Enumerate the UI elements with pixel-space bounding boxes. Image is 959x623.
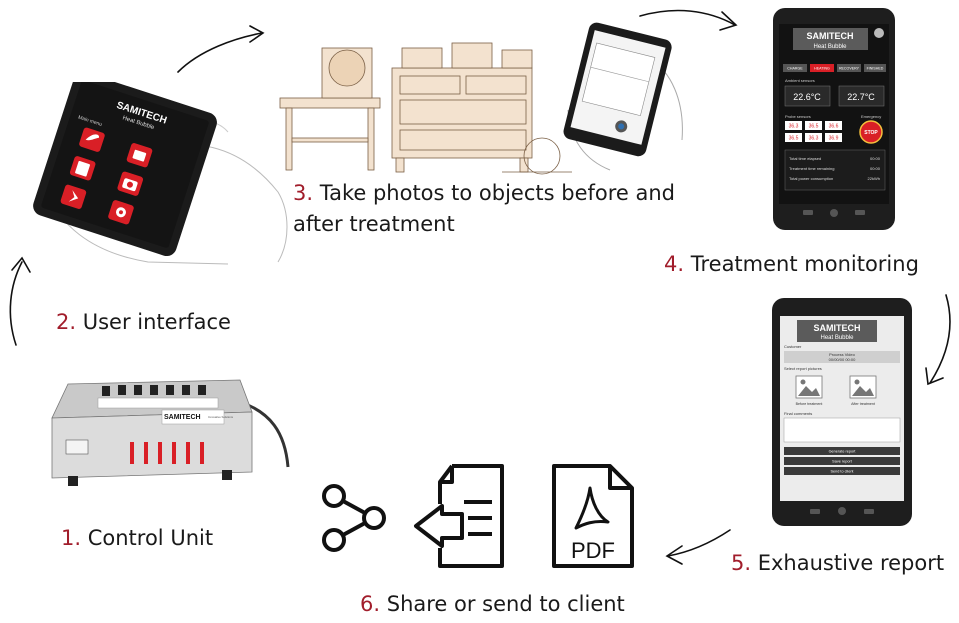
- tab-finished: FINISHED: [867, 67, 884, 71]
- tab-heating: HEATING: [814, 67, 830, 71]
- step-1-caption: 1. Control Unit: [61, 523, 213, 554]
- step-number: 1.: [61, 526, 82, 550]
- step-label: Exhaustive report: [757, 551, 945, 575]
- step-label: Control Unit: [87, 526, 214, 550]
- svg-text:STOP: STOP: [864, 130, 878, 136]
- save-report-button: [784, 457, 900, 465]
- step-number: 6.: [360, 592, 381, 616]
- step-label: User interface: [82, 310, 231, 334]
- device-brand-label: SAMITECH: [164, 414, 201, 421]
- step-number: 5.: [731, 551, 752, 575]
- step-label: Treatment monitoring: [690, 252, 919, 276]
- user-interface-phone: SAMITECH Heat Bubble Main menu: [28, 82, 298, 272]
- share-icon: [318, 480, 390, 552]
- probe-value: 36.5: [789, 136, 799, 142]
- generate-report-button: [784, 447, 900, 455]
- monitoring-phone: SAMITECH Heat Bubble CHARGE HEATING RECO…: [773, 8, 895, 230]
- send-document-icon: [410, 462, 510, 572]
- arrow-4-to-5: [929, 294, 951, 384]
- svg-text:Final comments: Final comments: [784, 411, 812, 416]
- svg-text:Heat Bubble: Heat Bubble: [813, 44, 847, 50]
- arrow-5-to-6: [667, 529, 731, 557]
- svg-text:Total time elapsed: Total time elapsed: [789, 156, 821, 161]
- svg-text:Ambient sensors: Ambient sensors: [785, 78, 815, 83]
- camera-icon: [874, 28, 884, 38]
- svg-text:Select report pictures: Select report pictures: [784, 366, 822, 371]
- svg-text:22kWh: 22kWh: [868, 176, 880, 181]
- step-4-caption: 4. Treatment monitoring: [664, 249, 919, 280]
- svg-text:Innovative Solutions: Innovative Solutions: [208, 415, 234, 419]
- step-label-line1: Take photos to objects before and: [319, 181, 676, 205]
- svg-text:Heat Bubble: Heat Bubble: [820, 335, 854, 341]
- step-label-line2: after treatment: [293, 212, 455, 236]
- tab-charge: CHARGE: [787, 67, 803, 71]
- step-6-caption: 6. Share or send to client: [360, 589, 625, 620]
- brand-logo: SAMITECH: [814, 323, 861, 333]
- svg-text:Treatment time remaining: Treatment time remaining: [789, 166, 834, 171]
- svg-text:00:00: 00:00: [870, 156, 881, 161]
- svg-text:Generate report: Generate report: [829, 450, 857, 454]
- furniture-sketch: [272, 38, 577, 178]
- probe-value: 36.3: [789, 124, 799, 130]
- svg-text:Total power consumption: Total power consumption: [789, 176, 833, 181]
- svg-text:Process Video: Process Video: [829, 352, 855, 357]
- svg-text:Customer: Customer: [784, 344, 802, 349]
- probe-value: 36.9: [829, 136, 839, 142]
- probe-value: 36.6: [829, 124, 839, 130]
- svg-text:Emergency: Emergency: [861, 114, 881, 119]
- control-unit-device: SAMITECH Innovative Solutions: [40, 372, 300, 497]
- svg-text:Save report: Save report: [832, 460, 853, 464]
- send-to-client-button: [784, 467, 900, 475]
- svg-text:After treatment: After treatment: [851, 402, 875, 406]
- svg-text:Probe sensors: Probe sensors: [785, 114, 811, 119]
- step-number: 3.: [293, 181, 314, 205]
- arrow-1-to-2: [9, 261, 23, 346]
- image-placeholder-icon: [795, 375, 823, 399]
- probe-value: 36.3: [809, 136, 819, 142]
- stop-button: [859, 120, 883, 144]
- pdf-label: PDF: [571, 538, 615, 563]
- svg-text:00/00/00 00:00: 00/00/00 00:00: [829, 357, 856, 362]
- arrow-2-to-3: [177, 32, 263, 73]
- svg-text:Send to client: Send to client: [830, 470, 854, 474]
- tab-recovery: RECOVERY: [839, 67, 860, 71]
- photo-phone: [560, 20, 690, 180]
- ambient-value: 22.7°C: [847, 92, 875, 102]
- image-placeholder-icon: [849, 375, 877, 399]
- pdf-file-icon: PDF: [548, 462, 636, 572]
- step-label: Share or send to client: [386, 592, 625, 616]
- step-number: 2.: [56, 310, 77, 334]
- svg-text:00:00: 00:00: [870, 166, 881, 171]
- report-phone: SAMITECH Heat Bubble Customer Process Vi…: [772, 298, 912, 526]
- brand-logo: SAMITECH: [807, 31, 854, 41]
- step-5-caption: 5. Exhaustive report: [731, 548, 944, 579]
- svg-text:Before treatment: Before treatment: [796, 402, 823, 406]
- ambient-value: 22.6°C: [793, 92, 821, 102]
- step-2-caption: 2. User interface: [56, 307, 231, 338]
- step-3-caption: 3. Take photos to objects before and aft…: [293, 178, 675, 240]
- probe-value: 36.5: [809, 124, 819, 130]
- step-number: 4.: [664, 252, 685, 276]
- arrow-3-to-4: [639, 9, 736, 26]
